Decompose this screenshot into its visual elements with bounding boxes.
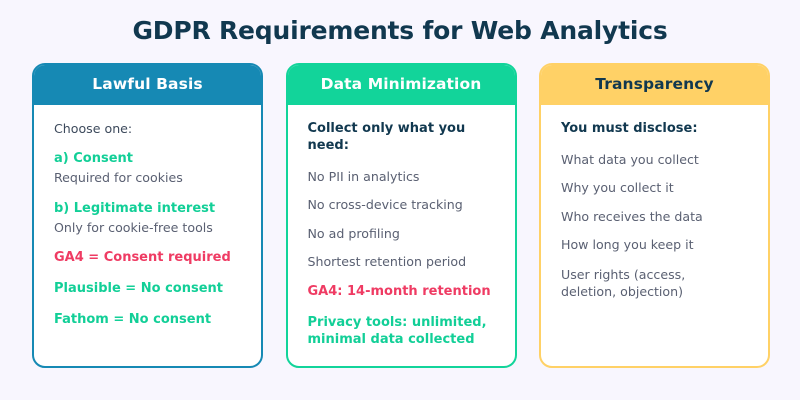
list-item: No cross-device tracking	[307, 197, 463, 213]
page-title: GDPR Requirements for Web Analytics	[132, 16, 668, 45]
list-item: Who receives the data	[561, 208, 703, 224]
card-body-data-minimization: Collect only what you need: No PII in an…	[288, 105, 515, 366]
list-item: Fathom = No consent	[54, 311, 212, 327]
card-lawful-basis: Lawful Basis Choose one: a) Consent Requ…	[32, 63, 263, 368]
list-item: Choose one:	[54, 121, 133, 136]
list-item: You must disclose:	[561, 121, 698, 136]
list-item: Why you collect it	[561, 180, 674, 196]
card-header-label: Data Minimization	[320, 75, 482, 93]
card-body-transparency: You must disclose: What data you collect…	[541, 105, 768, 366]
list-item: How long you keep it	[561, 236, 694, 252]
card-row: Lawful Basis Choose one: a) Consent Requ…	[32, 63, 770, 368]
card-header-label: Lawful Basis	[92, 75, 203, 93]
card-header-transparency: Transparency	[541, 65, 768, 105]
card-body-lawful-basis: Choose one: a) Consent Required for cook…	[34, 105, 261, 366]
list-item: What data you collect	[561, 151, 699, 167]
list-item: a) Consent	[54, 151, 133, 167]
list-item: b) Legitimate interest	[54, 200, 216, 216]
list-item: GA4 = Consent required	[54, 249, 231, 265]
card-header-data-minimization: Data Minimization	[287, 65, 515, 105]
list-item: Shortest retention period	[307, 253, 467, 269]
list-item: Required for cookies	[54, 170, 183, 186]
list-item: No ad profiling	[307, 225, 400, 241]
list-item: No PII in analytics	[307, 168, 420, 184]
list-item: Only for cookie-free tools	[54, 219, 213, 235]
list-item: Privacy tools: unlimited, minimal data c…	[307, 315, 487, 347]
card-data-minimization: Data Minimization Collect only what you …	[285, 63, 517, 368]
list-item: GA4: 14-month retention	[307, 284, 491, 300]
card-header-lawful-basis: Lawful Basis	[34, 65, 261, 105]
card-transparency: Transparency You must disclose: What dat…	[539, 63, 770, 368]
card-header-label: Transparency	[595, 75, 714, 93]
list-item: Collect only what you need:	[307, 121, 466, 153]
list-item: User rights (access, deletion, objection…	[561, 267, 686, 299]
list-item: Plausible = No consent	[54, 280, 223, 296]
